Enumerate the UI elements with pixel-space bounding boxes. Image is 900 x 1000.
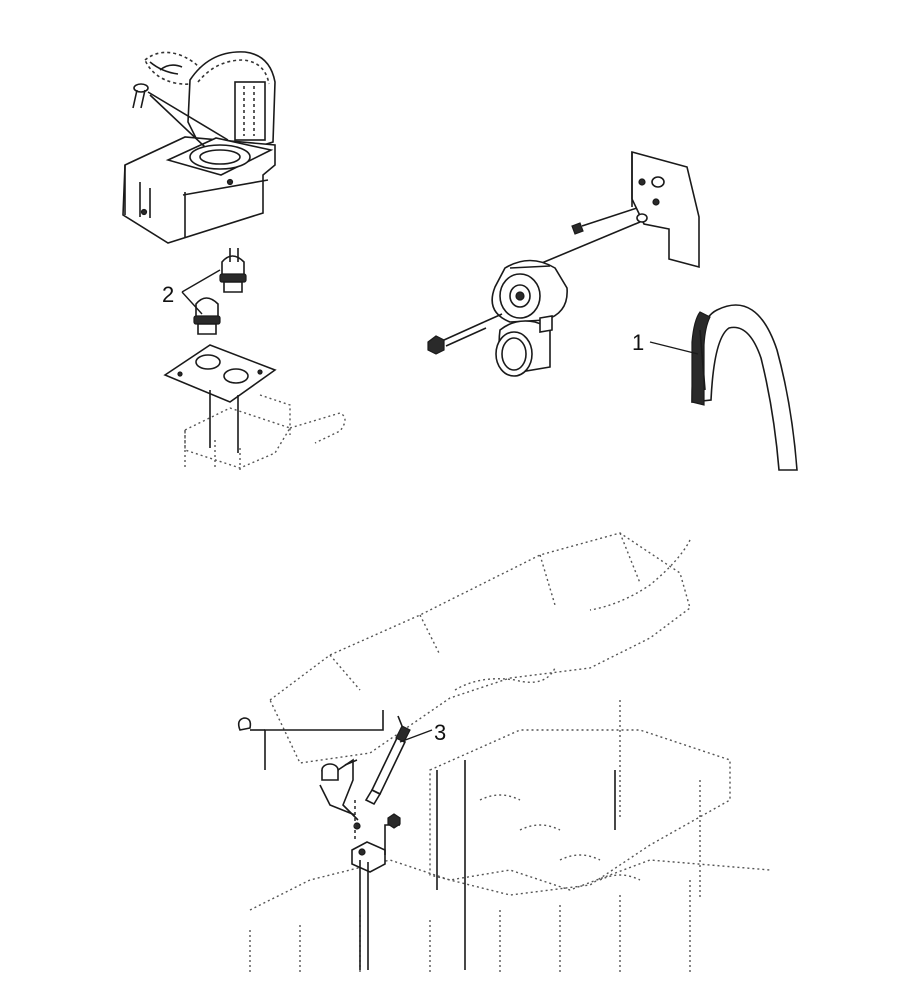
- thermostat-gasket: [163, 344, 277, 403]
- glow-plug-connector: [319, 758, 359, 821]
- callout-1: 1: [632, 330, 699, 355]
- hose-clamp: [144, 51, 206, 85]
- tensioner-pulley: [491, 259, 568, 323]
- callout-1-label: 1: [632, 330, 644, 355]
- tensioner-bracket: [631, 150, 700, 269]
- bracket-screw: [524, 207, 641, 271]
- tensioner-group: [427, 150, 700, 377]
- glow-plug-group: 3: [237, 710, 446, 970]
- tensioner-bolt: [427, 313, 503, 355]
- glow-plug: [364, 715, 411, 806]
- thermostat-lower: [193, 297, 221, 335]
- callout-3: 3: [399, 720, 446, 745]
- housing-bolt: [132, 83, 229, 148]
- thermostat-housing: [122, 136, 276, 244]
- tensioner-arm-pulley: [495, 315, 553, 377]
- engine-ghost-bottom: [249, 532, 771, 975]
- engine-block-ghost-top: [184, 390, 346, 473]
- drive-belt: 1: [632, 304, 798, 471]
- thermostat-housing-group: 2: [122, 51, 346, 473]
- callout-3-label: 3: [434, 720, 446, 745]
- callout-2-label: 2: [162, 282, 174, 307]
- water-outlet-elbow: [187, 51, 276, 163]
- glow-plug-bracket: [351, 800, 401, 970]
- thermostat-upper: [219, 248, 247, 293]
- callout-2: 2: [162, 269, 221, 315]
